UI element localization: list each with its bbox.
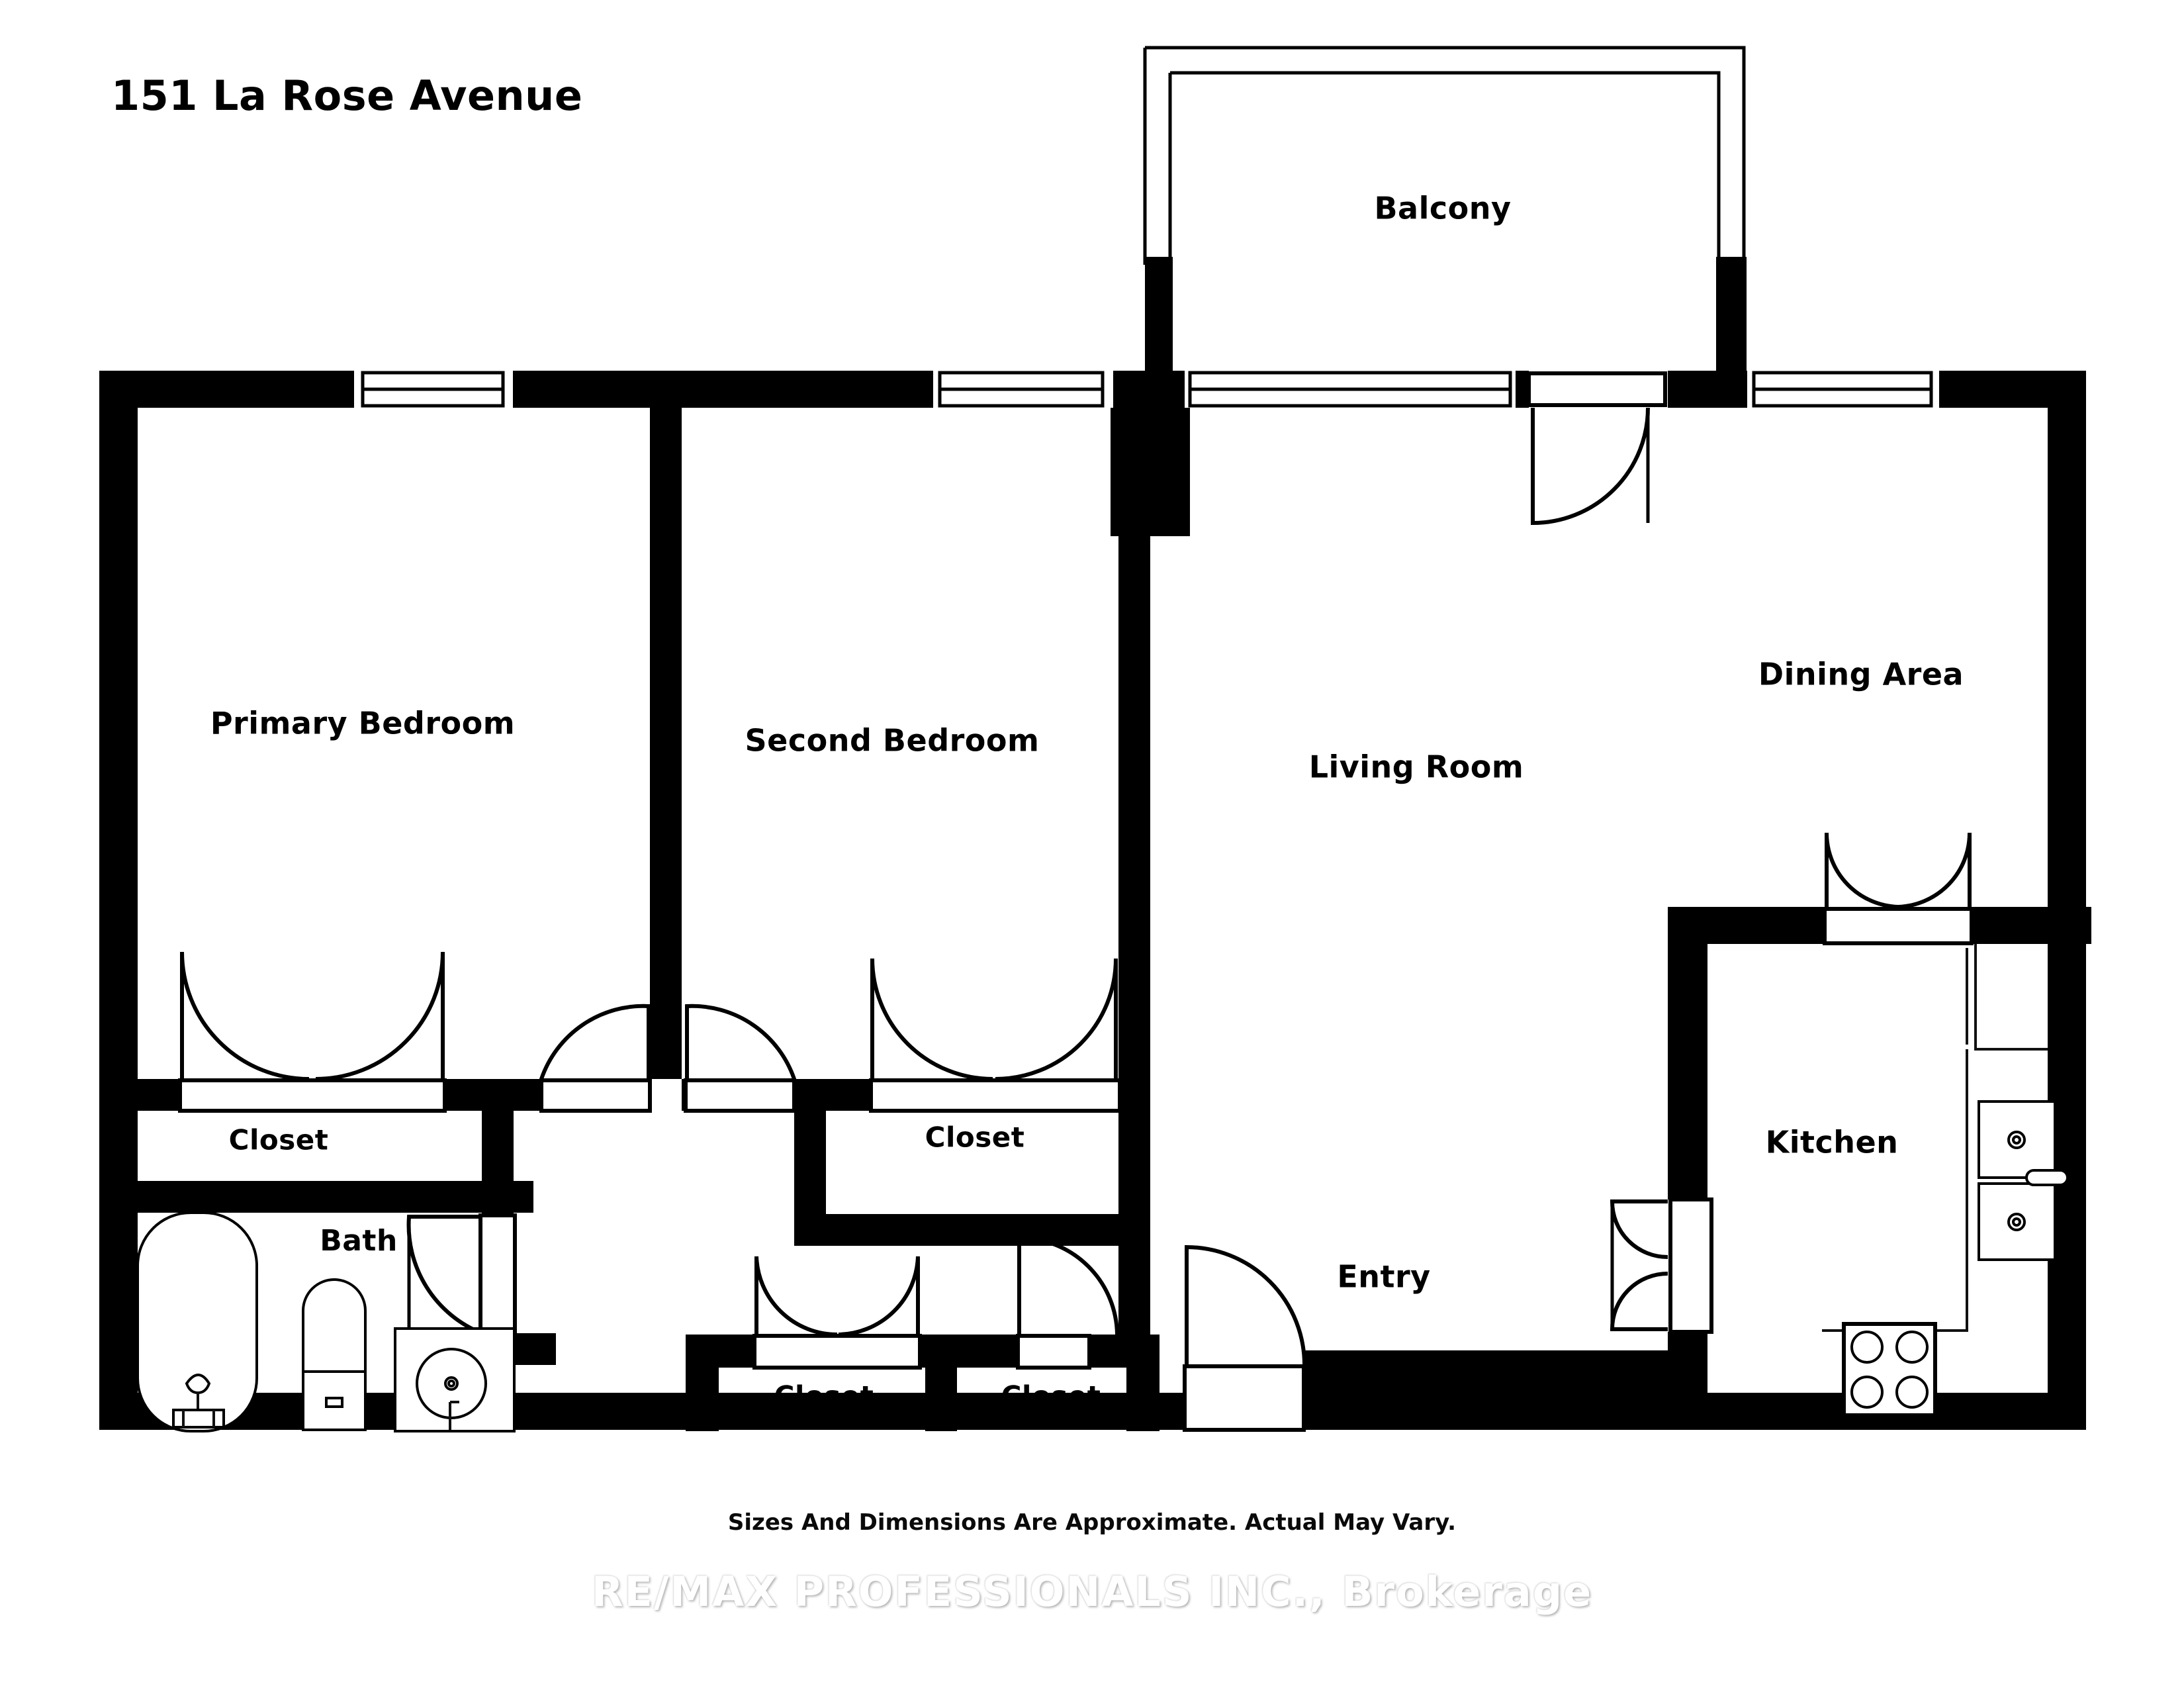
faucet-icon <box>2025 1169 2069 1186</box>
window-dining-area <box>1747 371 1939 408</box>
room-label-kitchen: Kitchen <box>1766 1125 1899 1160</box>
door-primary-bedroom <box>539 1004 652 1113</box>
room-label-balcony: Balcony <box>1375 191 1512 226</box>
disclaimer-text: Sizes And Dimensions Are Approximate. Ac… <box>727 1509 1457 1536</box>
door-kitchen-pass <box>1610 1197 1713 1334</box>
windows <box>354 371 1939 408</box>
room-label-closet-hall-1: Closet <box>774 1380 874 1413</box>
kitchen-sink-fixture <box>1978 1100 2069 1261</box>
bath-fixtures <box>136 1211 516 1432</box>
window-living-room <box>1185 371 1516 408</box>
balcony-wall-left <box>1145 257 1173 386</box>
bathtub-fixture <box>136 1211 258 1432</box>
room-label-closet-primary: Closet <box>229 1124 329 1156</box>
balcony-wall-right <box>1716 257 1747 386</box>
doors <box>178 371 1974 1432</box>
toilet-fixture <box>302 1278 367 1431</box>
room-label-primary-bedroom: Primary Bedroom <box>210 706 515 741</box>
window-second-bedroom <box>933 371 1113 408</box>
room-labels: Balcony Primary Bedroom Second Bedroom L… <box>210 191 1964 1413</box>
room-label-second-bedroom: Second Bedroom <box>745 723 1040 759</box>
room-label-closet-hall-2: Closet <box>1001 1380 1101 1413</box>
room-label-entry: Entry <box>1337 1259 1430 1295</box>
door-bath <box>406 1213 517 1335</box>
page-title: 151 La Rose Avenue <box>111 71 583 120</box>
room-label-living-room: Living Room <box>1309 749 1524 785</box>
door-balcony <box>1527 371 1668 526</box>
door-entry <box>1183 1244 1306 1432</box>
vanity-sink-fixture <box>394 1327 516 1432</box>
kitchen-fixtures <box>1822 944 2069 1417</box>
window-primary-bedroom <box>354 371 513 408</box>
room-label-closet-second: Closet <box>925 1121 1025 1154</box>
room-label-bath: Bath <box>320 1224 398 1258</box>
door-kitchen <box>1823 832 1974 945</box>
door-closet-primary <box>178 951 447 1113</box>
door-closet-hall-1 <box>752 1256 922 1370</box>
room-label-dining-area: Dining Area <box>1758 657 1964 692</box>
brokerage-watermark: RE/MAX PROFESSIONALS INC., Brokerage <box>591 1568 1593 1616</box>
balcony-outline <box>1143 46 1747 386</box>
door-closet-hall-2 <box>1016 1235 1119 1370</box>
door-second-bedroom <box>684 1004 796 1113</box>
door-closet-second <box>869 958 1122 1113</box>
cooktop-fixture <box>1842 1322 1937 1417</box>
